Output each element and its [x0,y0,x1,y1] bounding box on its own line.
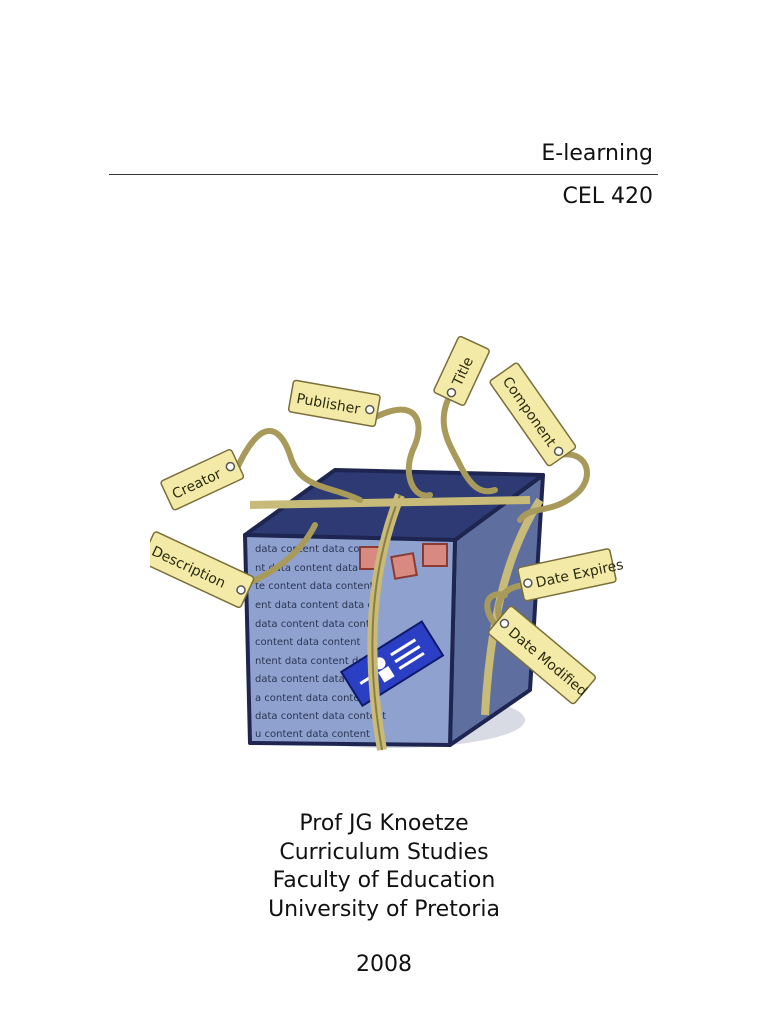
tag-creator: Creator [160,448,245,511]
tag-component: Component [489,362,577,467]
publication-year: 2008 [356,952,412,977]
tag-description: Description [150,531,255,609]
box-text-line: u content data content [255,729,370,740]
box-text-line: nt data content data [255,563,358,574]
box-text-line: te content data content [255,581,374,592]
department: Curriculum Studies [279,839,489,865]
document-title: E-learning [541,141,653,166]
box-text-line: ntent data content data [255,656,375,667]
tag-publisher: Publisher [287,379,381,428]
author-name: Prof JG Knoetze [299,811,469,836]
box-text-line: content data content [255,637,361,648]
box-text-line: data content data content [255,674,386,685]
author-block: Prof JG Knoetze Curriculum Studies Facul… [0,810,768,924]
box-text-line: a content data content [255,693,370,704]
ribbon [371,494,401,751]
box-text-line: data content data co [255,544,360,555]
box-text-line: data content data conte [255,619,376,630]
red-square [422,543,448,567]
faculty: Faculty of Education [272,868,496,893]
red-square [390,552,418,580]
box-text-line: ent data content data c [255,600,373,611]
box-content-text: data content data co nt data content dat… [255,544,386,740]
metadata-box-illustration: data content data co nt data content dat… [150,325,630,765]
title-divider [109,174,658,175]
tag-title: Title [433,335,490,406]
course-code: CEL 420 [562,184,653,209]
ribbon [249,496,531,509]
university: University of Pretoria [268,896,500,922]
blue-badge [339,620,445,708]
box-text-line: data content data content [255,711,386,722]
